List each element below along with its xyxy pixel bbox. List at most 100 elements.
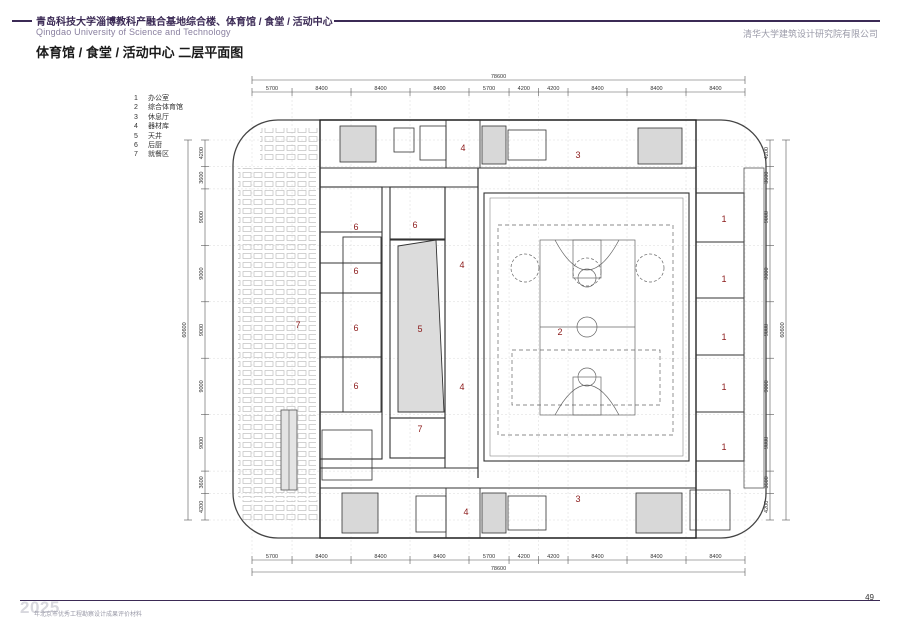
dimension-bay: 9000 xyxy=(764,437,770,449)
header-rule-left xyxy=(12,20,32,22)
dimension-bay: 4200 xyxy=(518,554,530,560)
room-label-equipment: 4 xyxy=(460,143,465,153)
dimension-bay: 8400 xyxy=(315,554,327,560)
room-label-kitchen: 6 xyxy=(353,222,358,232)
dimension-total: 60600 xyxy=(182,322,188,337)
stair-top-left xyxy=(339,125,377,163)
stair-bottom-left xyxy=(341,492,379,534)
dimension-bay: 4200 xyxy=(199,147,205,159)
page-header: 青岛科技大学淄博教科产融合基地综合楼、体育馆 / 食堂 / 活动中心 Qingd… xyxy=(0,0,900,48)
dimension-bay: 8400 xyxy=(709,554,721,560)
dimension-bay: 5700 xyxy=(266,554,278,560)
dimension-bay: 3600 xyxy=(199,476,205,488)
footer-year: 2025 xyxy=(20,598,60,617)
dimension-bay: 9000 xyxy=(199,437,205,449)
stair-top-right xyxy=(637,127,683,165)
dimension-bay: 8400 xyxy=(433,554,445,560)
dining-seating-left xyxy=(238,168,316,498)
dimension-bay: 9000 xyxy=(199,324,205,336)
dimension-bay: 9000 xyxy=(199,211,205,223)
dimension-bay: 8400 xyxy=(591,554,603,560)
footer-subtitle: 年北京市优秀工程勘察设计成果评价材料 xyxy=(34,612,143,618)
dimension-bay: 9000 xyxy=(199,380,205,392)
escalator xyxy=(280,409,298,491)
office-block xyxy=(695,192,745,462)
kitchen-top-room xyxy=(389,186,446,240)
room-label-kitchen: 6 xyxy=(353,381,358,391)
dimension-bay: 5700 xyxy=(266,86,278,92)
dimension-bay: 9000 xyxy=(764,324,770,336)
room-label-equipment: 4 xyxy=(459,260,464,270)
dimension-bay: 4200 xyxy=(547,554,559,560)
dimension-total: 78600 xyxy=(491,566,506,572)
dimension-bay: 8400 xyxy=(374,86,386,92)
dimension-bay: 4200 xyxy=(518,86,530,92)
dimension-right: 60600 4200 3600 9000 9000 9000 9000 9000 3600 420… xyxy=(764,139,790,521)
dimension-left: 60600 4200 3600 9000 9000 9000 9000 9000 3600 420… xyxy=(182,139,209,521)
room-label-dining: 7 xyxy=(417,424,422,434)
dimension-bay: 8400 xyxy=(650,86,662,92)
room-label-kitchen: 6 xyxy=(353,323,358,333)
gym-hall xyxy=(483,192,690,462)
stair-bottom-right xyxy=(635,492,683,534)
dimension-bay: 5700 xyxy=(483,554,495,560)
page-number: 49 xyxy=(865,593,874,602)
dimension-bay: 8400 xyxy=(650,554,662,560)
dimension-bay: 3600 xyxy=(764,476,770,488)
building-outer-wall xyxy=(319,119,697,539)
dimension-bay: 8400 xyxy=(433,86,445,92)
room-label-office: 1 xyxy=(721,274,726,284)
room-label-equipment: 4 xyxy=(463,507,468,517)
room-label-office: 1 xyxy=(721,332,726,342)
dimension-bay: 8400 xyxy=(709,86,721,92)
dimension-bay: 3600 xyxy=(764,171,770,183)
dimension-bottom: 78600 5700 8400 8400 8400 5700 4200 4200 8400 840… xyxy=(251,554,746,576)
dimension-bay: 8400 xyxy=(374,554,386,560)
dining-seating-bottom xyxy=(242,500,318,522)
room-label-gym: 2 xyxy=(557,327,562,337)
project-title: 青岛科技大学淄博教科产融合基地综合楼、体育馆 / 食堂 / 活动中心 xyxy=(36,17,333,28)
room-label-lounge: 3 xyxy=(575,150,580,160)
room-label-office: 1 xyxy=(721,442,726,452)
dimension-bay: 9000 xyxy=(764,380,770,392)
dimension-bay: 9000 xyxy=(199,267,205,279)
dimension-bay: 4200 xyxy=(764,147,770,159)
room-label-kitchen: 6 xyxy=(412,220,417,230)
room-label-office: 1 xyxy=(721,214,726,224)
kitchen-block xyxy=(319,186,383,460)
basketball-court xyxy=(497,224,674,436)
dimension-top: 78600 5700 8400 8400 8400 5700 4200 4200 8400 840… xyxy=(251,74,746,96)
room-label-lounge: 3 xyxy=(575,494,580,504)
dimension-bay: 9000 xyxy=(764,211,770,223)
dimension-bay: 3600 xyxy=(199,171,205,183)
stair-top-mid xyxy=(481,125,507,165)
dimension-bay: 4200 xyxy=(764,501,770,513)
dimension-bay: 4200 xyxy=(547,86,559,92)
organization-name: 清华大学建筑设计研究院有限公司 xyxy=(742,29,878,39)
room-label-office: 1 xyxy=(721,382,726,392)
room-label-equipment: 4 xyxy=(459,382,464,392)
dimension-bay: 5700 xyxy=(483,86,495,92)
header-rule-right xyxy=(334,20,880,22)
dimension-total: 60600 xyxy=(780,322,786,337)
dimension-bay: 8400 xyxy=(591,86,603,92)
dimension-bay: 9000 xyxy=(764,267,770,279)
dimension-bay: 8400 xyxy=(315,86,327,92)
footer-rule xyxy=(20,600,880,601)
dimension-total: 78600 xyxy=(491,74,506,80)
university-english-name: Qingdao University of Science and Techno… xyxy=(36,27,231,37)
dining-seating-top xyxy=(260,128,320,163)
stair-bottom-mid xyxy=(481,492,507,534)
atrium-void xyxy=(397,239,445,413)
dimension-bay: 4200 xyxy=(199,501,205,513)
room-label-atrium: 5 xyxy=(417,324,422,334)
room-label-kitchen: 6 xyxy=(353,266,358,276)
